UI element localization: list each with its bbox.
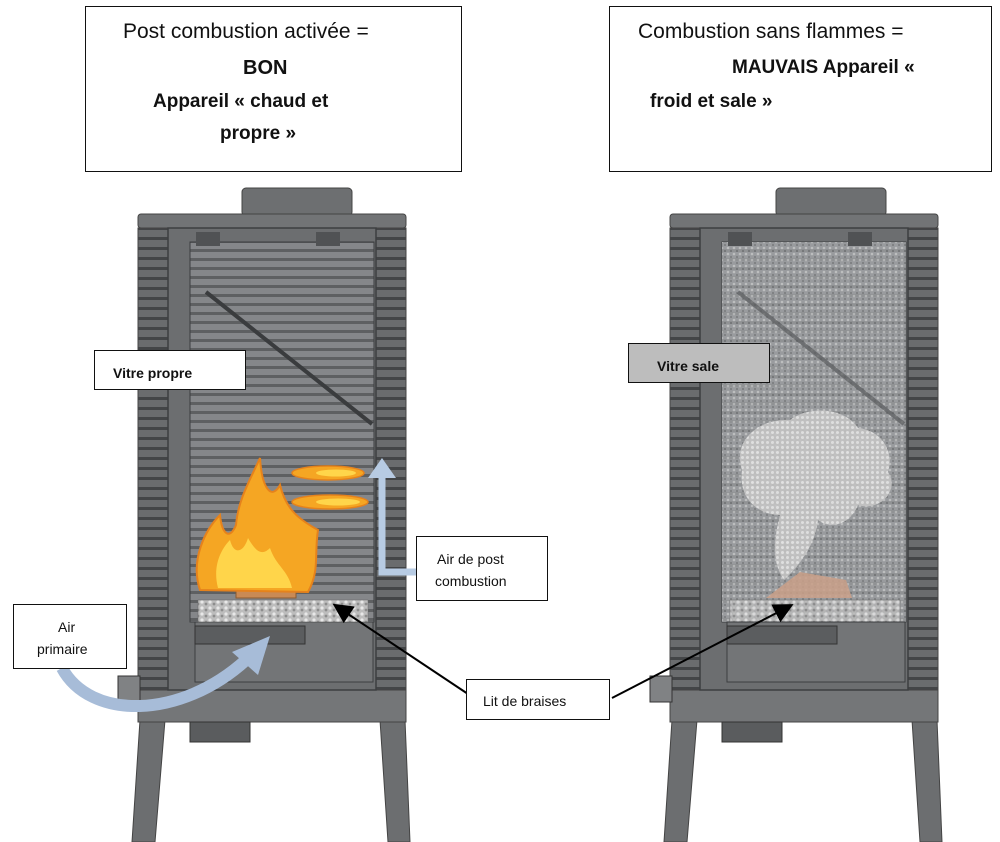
right-header-line2: MAUVAIS Appareil « — [732, 57, 915, 78]
smoke-icon — [739, 410, 892, 580]
left-header-line3: Appareil « chaud et — [153, 91, 329, 112]
left-header-line1: Post combustion activée = — [123, 20, 369, 43]
vitre-sale-label: Vitre sale — [628, 343, 770, 383]
right-stove — [649, 187, 943, 842]
air-post-combustion-label: Air de post combustion — [416, 536, 548, 601]
right-header-line1: Combustion sans flammes = — [638, 20, 904, 43]
lit-de-braises-arrow-left — [332, 603, 469, 695]
lit-de-braises-arrow-right — [611, 604, 794, 699]
vitre-propre-label: Vitre propre — [94, 350, 246, 390]
lit-de-braises-label: Lit de braises — [466, 679, 610, 720]
left-header-line4: propre » — [220, 123, 297, 144]
left-header-line2: BON — [243, 57, 288, 79]
air-primaire-label: Air primaire — [13, 604, 127, 669]
left-header-box: Post combustion activée = BON Appareil «… — [85, 6, 462, 172]
primary-air-arrow — [56, 655, 251, 712]
right-header-line3: froid et sale » — [650, 91, 773, 112]
left-stove — [56, 187, 440, 842]
right-header-box: Combustion sans flammes = MAUVAIS Appare… — [609, 6, 992, 172]
